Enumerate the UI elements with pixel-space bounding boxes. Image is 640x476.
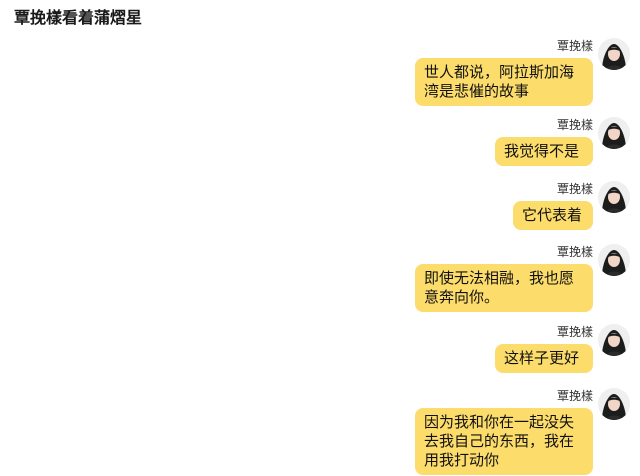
sender-name: 覃挽樣 xyxy=(556,182,593,196)
message-line: 这样子更好 xyxy=(504,349,580,367)
message-item: 覃挽樣 这样子更好 xyxy=(0,324,640,384)
message-bubble[interactable]: 它代表着 xyxy=(513,201,593,230)
message-bubble[interactable]: 我觉得不是 xyxy=(495,137,593,166)
user-avatar-icon[interactable] xyxy=(598,324,630,356)
message-line: 我觉得不是 xyxy=(504,142,580,160)
message-line: 意奔向你。 xyxy=(424,288,500,306)
message-item: 覃挽樣 即使无法相融，我也愿 意奔向你。 xyxy=(0,244,640,312)
message-bubble[interactable]: 因为我和你在一起没失 去我自己的东西，我在 用我打动你 xyxy=(415,408,593,475)
sender-name: 覃挽樣 xyxy=(556,118,593,132)
message-line: 因为我和你在一起没失 xyxy=(424,413,575,431)
message-item: 覃挽樣 世人都说，阿拉斯加海 湾是悲催的故事 xyxy=(0,38,640,106)
message-item: 覃挽樣 因为我和你在一起没失 去我自己的东西，我在 用我打动你 xyxy=(0,388,640,475)
sender-name: 覃挽樣 xyxy=(556,325,593,339)
chat-title: 覃挽樣看着蒲熠星 xyxy=(14,8,143,27)
message-line: 用我打动你 xyxy=(424,451,500,469)
sender-name: 覃挽樣 xyxy=(556,245,593,259)
message-bubble[interactable]: 世人都说，阿拉斯加海 湾是悲催的故事 xyxy=(415,58,593,106)
message-item: 覃挽樣 它代表着 xyxy=(0,181,640,241)
user-avatar-icon[interactable] xyxy=(598,38,630,70)
message-line: 去我自己的东西，我在 xyxy=(424,432,575,450)
message-line: 即使无法相融，我也愿 xyxy=(424,269,575,287)
message-bubble[interactable]: 这样子更好 xyxy=(495,344,593,373)
user-avatar-icon[interactable] xyxy=(598,388,630,420)
message-line: 世人都说，阿拉斯加海 xyxy=(424,63,575,81)
sender-name: 覃挽樣 xyxy=(556,389,593,403)
user-avatar-icon[interactable] xyxy=(598,181,630,213)
message-bubble[interactable]: 即使无法相融，我也愿 意奔向你。 xyxy=(415,264,593,312)
user-avatar-icon[interactable] xyxy=(598,244,630,276)
message-line: 它代表着 xyxy=(522,206,583,224)
message-line: 湾是悲催的故事 xyxy=(424,82,530,100)
message-item: 覃挽樣 我觉得不是 xyxy=(0,117,640,177)
user-avatar-icon[interactable] xyxy=(598,117,630,149)
sender-name: 覃挽樣 xyxy=(556,39,593,53)
